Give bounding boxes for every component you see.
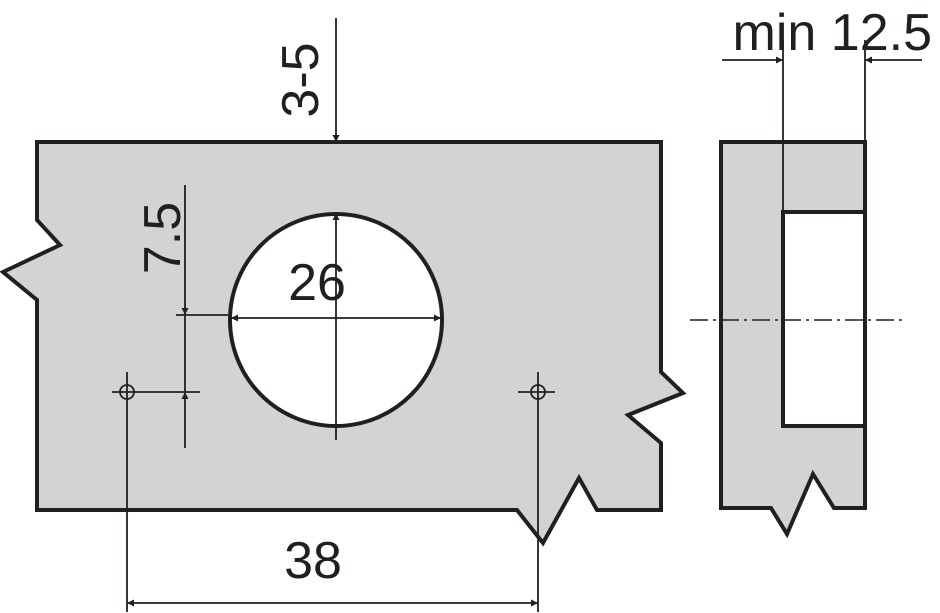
- cup-diameter-label: 26: [288, 254, 346, 312]
- depth-label: 3-5: [272, 42, 330, 117]
- screw-hole-right: [518, 372, 555, 612]
- hole-spacing-label: 38: [284, 532, 342, 590]
- min-thickness-dimension: [722, 40, 922, 212]
- offset-label: 7.5: [134, 202, 192, 274]
- min-thickness-label: min 12.5: [733, 4, 932, 62]
- cup-recess-section: [781, 210, 867, 428]
- offset-dimension: [176, 185, 231, 448]
